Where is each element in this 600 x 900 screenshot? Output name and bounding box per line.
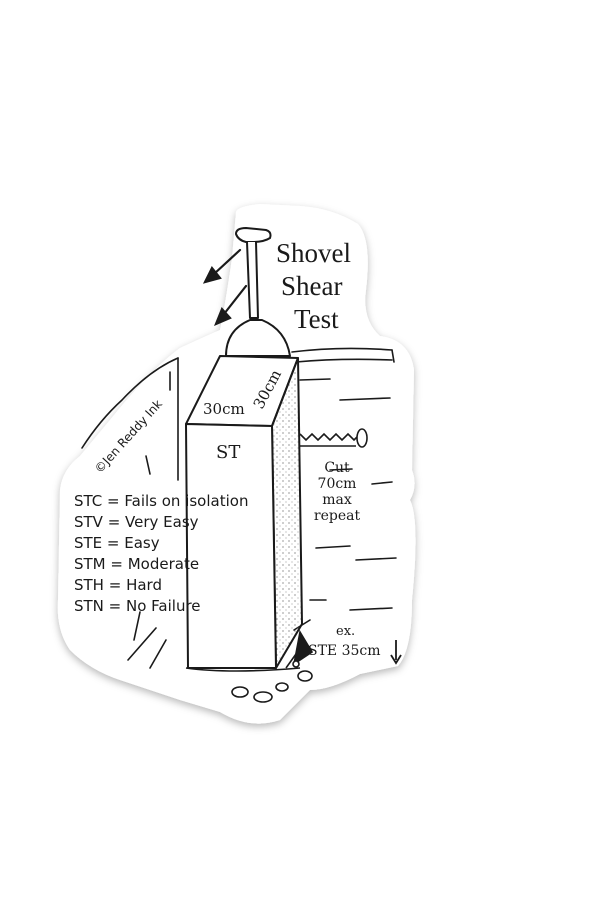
down-arrow-icon <box>390 640 402 665</box>
legend-item: STE = Easy <box>74 534 160 552</box>
legend-item: STM = Moderate <box>74 555 200 573</box>
column-width-label: 30cm <box>203 400 245 418</box>
cut-note-line: 70cm <box>317 476 357 492</box>
legend-item: STH = Hard <box>74 576 162 594</box>
saw-cut <box>299 428 368 448</box>
title-line-1: Shovel <box>276 238 352 268</box>
cut-note-line: max <box>322 492 352 508</box>
legend-item: STC = Fails on isolation <box>74 492 249 510</box>
shear-column <box>185 355 303 669</box>
cut-note: Cut 70cm max repeat <box>308 460 366 524</box>
cut-note-line: repeat <box>313 508 361 524</box>
ground-debris <box>185 629 314 703</box>
column-label: ST <box>216 442 241 463</box>
title-line-2: Shear <box>281 271 343 301</box>
title-line-3: Test <box>294 304 339 334</box>
arrow-icons <box>202 248 248 327</box>
legend: STC = Fails on isolation STV = Very Easy… <box>74 491 248 617</box>
legend-item: STV = Very Easy <box>74 513 199 531</box>
shovel-icon <box>225 227 291 357</box>
cut-note-line: Cut <box>324 460 350 476</box>
example-value: STE 35cm <box>308 643 381 659</box>
example-prefix: ex. <box>336 624 356 639</box>
legend-item: STN = No Failure <box>74 597 201 615</box>
pit-left-wall <box>81 357 179 669</box>
